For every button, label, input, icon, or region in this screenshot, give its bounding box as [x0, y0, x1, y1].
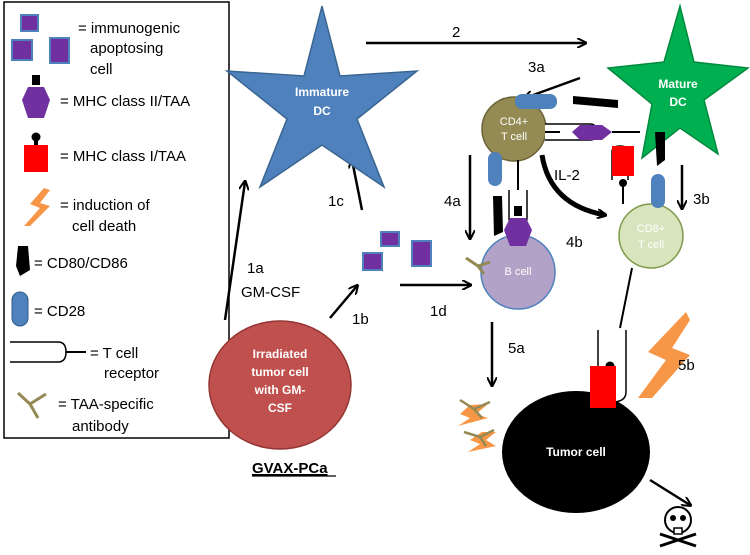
arrows: [223, 43, 690, 505]
step-3a-label: 3a: [528, 59, 545, 76]
cd4-b-interaction: [465, 160, 532, 275]
step-1b-label: 1b: [352, 311, 369, 328]
step-il2-label: IL-2: [554, 167, 580, 184]
cd8-tumor-interaction: [590, 267, 633, 408]
t-cell-receptor-icon: [10, 341, 86, 363]
cd8-t-cell: CD8+ T cell: [618, 203, 684, 269]
irradiated-line1: Irradiated: [253, 347, 308, 361]
legend-antibody-line1: = TAA-specific: [58, 396, 154, 413]
immature-dc-line2: DC: [313, 104, 331, 118]
legend-cd28-label: = CD28: [34, 303, 85, 320]
mature-dc-line1: Mature: [658, 77, 698, 91]
irradiated-tumor-cell: Irradiated tumor cell with GM- CSF: [208, 320, 352, 450]
step-4b-label: 4b: [566, 234, 583, 251]
skull-icon: [659, 506, 697, 548]
irradiated-line4: CSF: [268, 401, 292, 415]
legend-death-line1: = induction of: [60, 197, 150, 214]
apoptosing-cells: [362, 231, 432, 271]
cd4-t-cell: CD4+ T cell: [481, 96, 547, 162]
mature-dc-line2: DC: [669, 95, 687, 109]
mature-dc: Mature DC: [606, 3, 750, 160]
cell-death-bolts-antibody: [458, 398, 496, 452]
cd8-line2: T cell: [638, 239, 664, 251]
arrow-death: [649, 478, 690, 505]
mhc-class-ii-icon: [22, 75, 50, 118]
legend-box: = immunogenic apoptosing cell = MHC clas…: [3, 1, 230, 439]
immature-dc-line1: Immature: [295, 85, 349, 99]
apoptosing-cell-icon: [11, 14, 70, 64]
legend-antibody-line2: antibody: [72, 418, 129, 435]
irradiated-line2: tumor cell: [251, 365, 308, 379]
mhc-class-i-icon: [24, 132, 48, 172]
step-gmcsf-label: GM-CSF: [241, 284, 300, 301]
step-5b-label: 5b: [678, 357, 695, 374]
cd80-cd86-icon: [16, 246, 30, 276]
legend-tcr-line2: receptor: [104, 365, 159, 382]
legend-cd80-label: = CD80/CD86: [34, 255, 128, 272]
irradiated-line3: with GM-: [254, 383, 306, 397]
legend-tcr-line1: = T cell: [90, 345, 138, 362]
step-4a-label: 4a: [444, 193, 461, 210]
step-labels: 2 3a 3b 1a GM-CSF 1b 1c 1d 4a 4b IL-2 5a…: [241, 24, 710, 374]
arrow-1b: [329, 286, 357, 319]
arrow-1c: [352, 160, 364, 211]
b-cell: B cell: [480, 234, 556, 310]
legend-apoptosing-line3: cell: [90, 61, 113, 78]
tumor-cell: Tumor cell: [502, 391, 650, 513]
antibody-icon: [16, 391, 47, 419]
legend-mhc2-label: = MHC class II/TAA: [60, 93, 190, 110]
legend-apoptosing-line1: = immunogenic: [78, 20, 181, 37]
dc-cd4-interaction: [488, 94, 640, 186]
step-2-label: 2: [452, 24, 460, 41]
legend-death-line2: cell death: [72, 218, 136, 235]
cd4-line2: T cell: [501, 131, 527, 143]
cd8-line1: CD8+: [637, 223, 665, 235]
step-3b-label: 3b: [693, 191, 710, 208]
immature-dc: Immature DC: [224, 5, 420, 189]
step-1a-label: 1a: [247, 260, 264, 277]
legend-apoptosing-line2: apoptosing: [90, 40, 163, 57]
arrow-1a: [223, 182, 245, 321]
cell-death-icon: [24, 188, 50, 226]
arrow-il2: [539, 154, 605, 215]
cd28-icon: [11, 291, 29, 327]
dc-cd8-interaction: [611, 132, 665, 208]
cd4-line1: CD4+: [500, 116, 528, 128]
b-cell-label: B cell: [505, 266, 532, 278]
legend-mhc1-label: = MHC class I/TAA: [60, 148, 186, 165]
tumor-cell-label: Tumor cell: [546, 445, 606, 459]
caption-gvax: GVAX-PCa: [252, 460, 328, 477]
step-1d-label: 1d: [430, 303, 447, 320]
cell-death-bolt-large: [638, 312, 690, 398]
step-5a-label: 5a: [508, 340, 525, 357]
step-1c-label: 1c: [328, 193, 344, 210]
